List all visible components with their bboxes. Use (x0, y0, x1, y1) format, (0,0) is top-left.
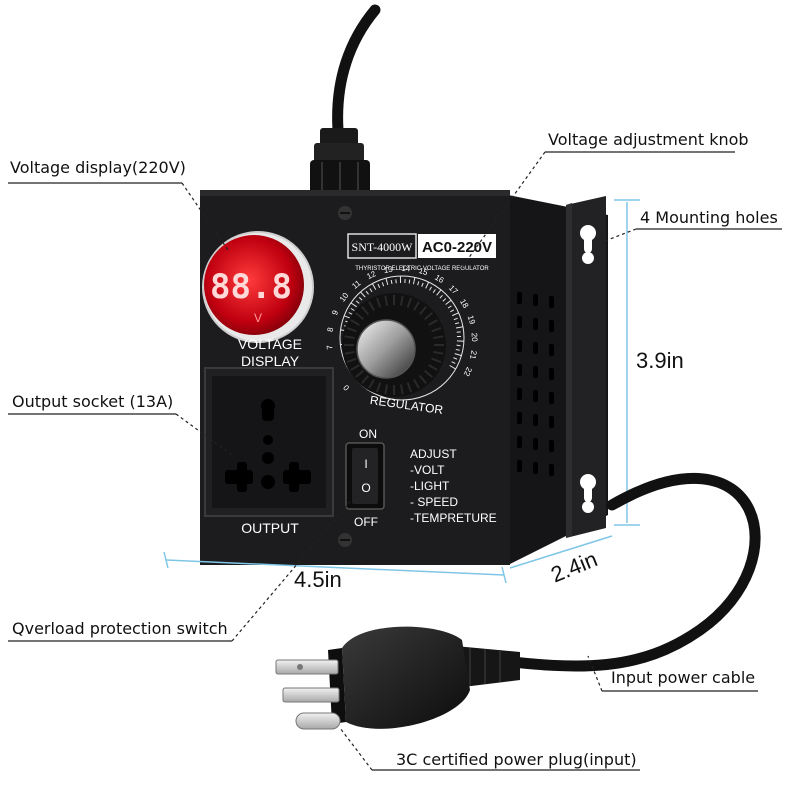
vent-slot (533, 366, 538, 378)
cable-gland (310, 128, 370, 196)
vent-slot (533, 414, 538, 426)
dial-number: 14 (401, 264, 411, 273)
dial-tick (457, 345, 461, 346)
vent-slot (517, 292, 522, 304)
socket-label: OUTPUT (241, 520, 299, 536)
vent-slot (517, 436, 522, 448)
vent-slot (517, 412, 522, 424)
switch-mark-on: I (364, 457, 367, 471)
vent-slot (533, 438, 538, 450)
power-plug (276, 627, 520, 729)
dial-tick (409, 280, 410, 284)
dial-number: 20 (470, 333, 479, 343)
vent-slot (533, 462, 538, 474)
vent-slot (533, 318, 538, 330)
vent-slot (533, 390, 538, 402)
adjust-line: ADJUST (410, 447, 457, 461)
output-socket: OUTPUT (205, 368, 333, 536)
adjust-line: -LIGHT (410, 479, 450, 493)
callout-mounting-holes: 4 Mounting holes (640, 210, 778, 226)
vent-slot (549, 344, 554, 356)
screw-bottom (338, 533, 352, 547)
adjust-line: -TEMPRETURE (410, 511, 497, 525)
callout-adjustment-knob: Voltage adjustment knob (548, 132, 749, 148)
callout-output-socket: Output socket (13A) (12, 394, 173, 410)
callout-voltage-display: Voltage display(220V) (10, 160, 186, 176)
top-cable (338, 10, 375, 130)
vent-slot (549, 416, 554, 428)
vent-slot (517, 316, 522, 328)
vent-slot (517, 388, 522, 400)
mounting-bracket (566, 196, 606, 538)
vent-slot (533, 294, 538, 306)
vent-slot (517, 340, 522, 352)
vent-slot (549, 440, 554, 452)
vent-slot (533, 342, 538, 354)
vent-slot (517, 364, 522, 376)
display-label-line2: DISPLAY (241, 353, 300, 369)
voltage-adjustment-knob[interactable] (342, 293, 446, 397)
callout-power-plug: 3C certified power plug(input) (396, 752, 637, 768)
switch-on-label: ON (359, 427, 377, 441)
vent-slot (549, 464, 554, 476)
switch-mark-off: O (361, 481, 370, 495)
adjust-line: - SPEED (410, 495, 458, 509)
vent-slot (549, 320, 554, 332)
screw-top (338, 206, 352, 220)
callout-protection-switch: Qverload protection switch (12, 621, 228, 637)
display-unit: V (254, 311, 262, 325)
dimension-height: 3.9in (636, 350, 684, 372)
model-name: SNT-4000W (352, 240, 414, 254)
adjust-line: -VOLT (410, 463, 445, 477)
voltage-range: AC0-220V (422, 239, 492, 256)
vent-slot (517, 460, 522, 472)
display-label-line1: VOLTAGE (238, 336, 302, 352)
dimension-width: 4.5in (294, 569, 342, 591)
vent-slot (549, 392, 554, 404)
vent-slot (549, 368, 554, 380)
callout-input-cable: Input power cable (611, 670, 755, 686)
vent-slot (549, 296, 554, 308)
display-digits: 88.8 (210, 267, 292, 307)
switch-off-label: OFF (354, 515, 378, 529)
